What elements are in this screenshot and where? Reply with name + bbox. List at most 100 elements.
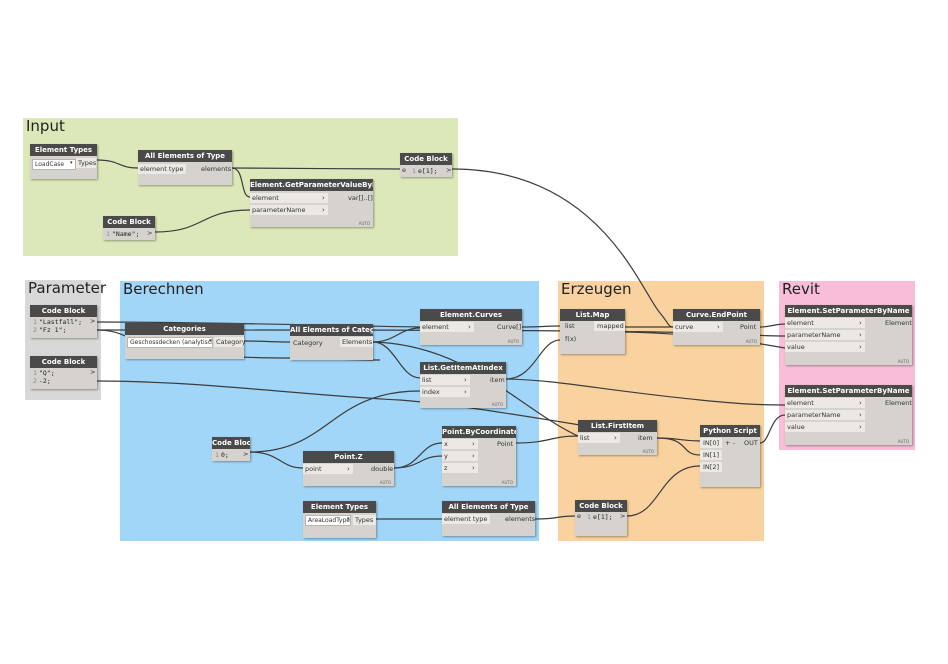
- input-port[interactable]: list: [565, 322, 575, 330]
- output-port[interactable]: item: [638, 434, 653, 442]
- node-list-firstitem[interactable]: List.FirstItem list › item AUTO: [578, 420, 657, 455]
- output-port[interactable]: Curve[]: [497, 323, 522, 331]
- add-input-button[interactable]: +: [725, 439, 731, 447]
- output-port[interactable]: Category: [216, 338, 246, 346]
- group-input[interactable]: Input: [23, 117, 458, 256]
- node-title: Element.GetParameterValueByName: [250, 179, 373, 191]
- output-port[interactable]: Types: [355, 516, 374, 524]
- node-point-z[interactable]: Point.Z point › double AUTO: [303, 451, 394, 486]
- wire: [759, 323, 786, 328]
- node-python-script[interactable]: Python Script IN[0] + - IN[1] IN[2] OUT: [700, 425, 760, 487]
- input-port[interactable]: e: [402, 166, 406, 174]
- output-port[interactable]: double: [371, 465, 394, 473]
- category-dropdown[interactable]: Geschossdecken (analytisch): [127, 337, 213, 348]
- chevron-down-icon[interactable]: ▾: [209, 338, 212, 344]
- node-element-types[interactable]: Element Types LoadCase ▾ Types: [30, 144, 97, 179]
- node-categories[interactable]: Categories Geschossdecken (analytisch) ▾…: [125, 323, 246, 359]
- input-port[interactable]: list: [422, 376, 432, 384]
- lacing-label: AUTO: [507, 339, 519, 344]
- node-title: Element Types: [303, 501, 376, 513]
- node-list-map[interactable]: List.Map list f(x) mapped: [560, 309, 625, 354]
- node-code-block[interactable]: Code Block e 1 e[1]; >: [400, 153, 452, 177]
- code-line[interactable]: "Lastfall";: [39, 318, 83, 326]
- input-port[interactable]: parameterName: [787, 331, 841, 339]
- input-port[interactable]: z: [444, 464, 448, 472]
- node-all-elements-of-type[interactable]: All Elements of Type element type elemen…: [442, 501, 535, 536]
- output-port[interactable]: >: [90, 317, 96, 325]
- output-port[interactable]: >: [243, 450, 249, 458]
- input-port[interactable]: IN[0]: [703, 439, 719, 447]
- input-port[interactable]: point: [305, 465, 322, 473]
- output-port[interactable]: Element: [885, 399, 912, 407]
- input-port[interactable]: list: [580, 434, 590, 442]
- chevron-right-icon: ›: [468, 323, 471, 331]
- input-port[interactable]: f(x): [565, 335, 577, 343]
- code-line-number: 1: [33, 318, 37, 326]
- output-port[interactable]: OUT: [744, 439, 758, 447]
- output-port[interactable]: var[]..[]: [348, 194, 373, 202]
- code-line[interactable]: 0;: [221, 451, 229, 459]
- element-type-dropdown[interactable]: AreaLoadType: [305, 515, 351, 526]
- node-point-bycoordinates[interactable]: Point.ByCoordinates x › y › z › Point AU…: [442, 426, 516, 486]
- node-code-block[interactable]: Code Block e 1 e[1]; >: [575, 500, 627, 536]
- input-port[interactable]: Category: [293, 339, 323, 347]
- node-all-elements-of-category[interactable]: All Elements of Category Category Elemen…: [290, 324, 373, 360]
- input-port[interactable]: element type: [140, 165, 184, 173]
- node-all-elements-of-type[interactable]: All Elements of Type element type elemen…: [138, 150, 232, 185]
- output-port[interactable]: elements: [201, 165, 232, 173]
- output-port[interactable]: elements: [505, 515, 536, 523]
- output-port[interactable]: >: [90, 368, 96, 376]
- output-port[interactable]: >: [620, 512, 626, 520]
- input-port[interactable]: y: [444, 452, 448, 460]
- code-line[interactable]: "Name";: [112, 230, 140, 238]
- input-port[interactable]: parameterName: [787, 411, 841, 419]
- output-port[interactable]: Elements: [342, 338, 373, 346]
- chevron-right-icon: ›: [464, 376, 467, 384]
- code-line[interactable]: "Q";: [39, 369, 55, 377]
- node-set-parameter-by-name[interactable]: Element.SetParameterByName element › par…: [785, 385, 912, 445]
- node-element-curves[interactable]: Element.Curves element › Curve[] AUTO: [420, 309, 522, 345]
- input-port[interactable]: element: [787, 399, 814, 407]
- output-port[interactable]: mapped: [597, 322, 624, 330]
- node-code-block[interactable]: Code Block 1 "Lastfall"; 2 "Fz 1"; >: [30, 305, 97, 338]
- output-port[interactable]: Types: [78, 159, 97, 167]
- node-get-parameter-value-by-name[interactable]: Element.GetParameterValueByName element …: [250, 179, 373, 227]
- node-curve-endpoint[interactable]: Curve.EndPoint curve › Point AUTO: [673, 309, 760, 345]
- chevron-down-icon[interactable]: ▾: [347, 516, 350, 522]
- node-element-types[interactable]: Element Types AreaLoadType ▾ Types: [303, 501, 376, 538]
- input-port[interactable]: x: [444, 440, 448, 448]
- input-port[interactable]: e: [577, 512, 581, 520]
- output-port[interactable]: Point: [740, 323, 757, 331]
- input-port[interactable]: value: [787, 343, 805, 351]
- input-port[interactable]: element type: [444, 515, 488, 523]
- code-line[interactable]: -2;: [39, 377, 51, 385]
- output-port[interactable]: >: [147, 229, 153, 237]
- node-set-parameter-by-name[interactable]: Element.SetParameterByName element › par…: [785, 305, 912, 365]
- output-port[interactable]: >: [446, 166, 452, 174]
- code-line[interactable]: e[1];: [418, 167, 438, 175]
- remove-input-button[interactable]: -: [733, 439, 736, 447]
- output-port[interactable]: Point: [497, 440, 514, 448]
- node-list-getitematindex[interactable]: List.GetItemAtIndex list › index › item …: [420, 362, 506, 408]
- input-port[interactable]: index: [422, 388, 440, 396]
- output-port[interactable]: item: [490, 376, 505, 384]
- input-port[interactable]: IN[1]: [703, 451, 719, 459]
- input-port[interactable]: IN[2]: [703, 463, 719, 471]
- input-port[interactable]: element: [422, 323, 449, 331]
- output-port[interactable]: Element: [885, 319, 912, 327]
- input-port[interactable]: curve: [675, 323, 694, 331]
- input-port[interactable]: element: [252, 194, 279, 202]
- code-line[interactable]: e[1];: [593, 513, 613, 521]
- node-code-block[interactable]: Code Block 1 "Name"; >: [103, 216, 155, 240]
- chevron-down-icon[interactable]: ▾: [70, 160, 73, 166]
- input-port[interactable]: element: [787, 319, 814, 327]
- node-code-block[interactable]: Code Block 1 "Q"; 2 -2; >: [30, 356, 97, 389]
- input-port[interactable]: parameterName: [252, 206, 306, 214]
- input-port[interactable]: value: [787, 423, 805, 431]
- element-type-dropdown[interactable]: LoadCase: [32, 159, 76, 170]
- code-line[interactable]: "Fz 1";: [39, 326, 67, 334]
- chevron-right-icon: ›: [859, 423, 862, 431]
- node-code-block[interactable]: Code Block 1 0; >: [212, 437, 250, 461]
- wire: [96, 380, 581, 426]
